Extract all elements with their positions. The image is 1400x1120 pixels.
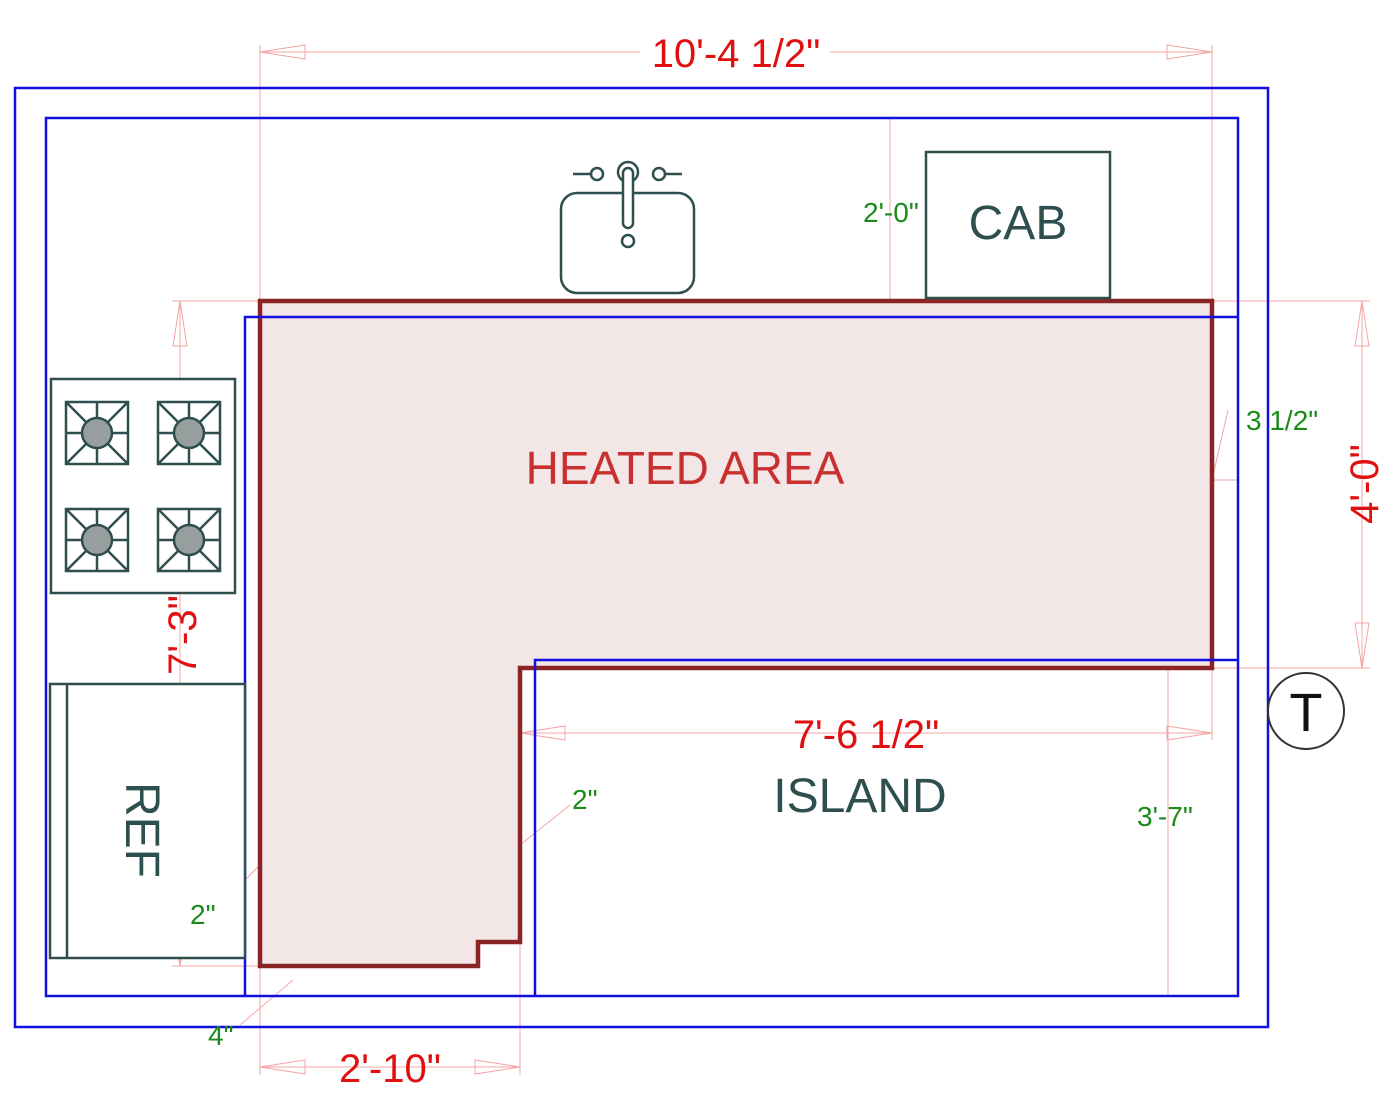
note-offset-right: 3 1/2" <box>1246 405 1318 436</box>
refrigerator[interactable]: REF <box>48 682 247 960</box>
heated-area-region[interactable] <box>257 298 1215 969</box>
dim-bottom-width: 2'-10" <box>339 1047 441 1091</box>
burner-icon[interactable] <box>64 507 130 573</box>
island-label: ISLAND <box>773 770 946 823</box>
range-cooktop-icon[interactable] <box>49 377 237 595</box>
sink-icon[interactable] <box>559 160 696 295</box>
dim-right-depth: 4'-0" <box>1343 444 1387 524</box>
heated-area-label: HEATED AREA <box>526 442 845 494</box>
note-island-depth: 3'-7" <box>1137 801 1193 832</box>
note-cab-depth: 2'-0" <box>863 197 919 228</box>
dim-left-length: 7'-3" <box>161 595 205 675</box>
burner-icon[interactable] <box>64 400 130 466</box>
note-offset-bottom: 4" <box>208 1020 234 1051</box>
note-offset-ref: 2" <box>190 899 216 930</box>
burner-icon[interactable] <box>156 400 222 466</box>
refrigerator-label: REF <box>115 782 168 878</box>
dim-overall-width: 10'-4 1/2" <box>652 32 821 76</box>
dim-island-width: 7'-6 1/2" <box>793 713 939 757</box>
inner-wall <box>44 116 1240 998</box>
t-marker-label: T <box>1290 683 1323 743</box>
burner-icon[interactable] <box>156 507 222 573</box>
outer-wall <box>13 86 1270 1029</box>
cabinet[interactable]: CAB <box>924 150 1112 300</box>
note-offset-island: 2" <box>572 784 598 815</box>
cabinet-label: CAB <box>969 197 1068 250</box>
t-marker[interactable]: T <box>1267 672 1345 750</box>
